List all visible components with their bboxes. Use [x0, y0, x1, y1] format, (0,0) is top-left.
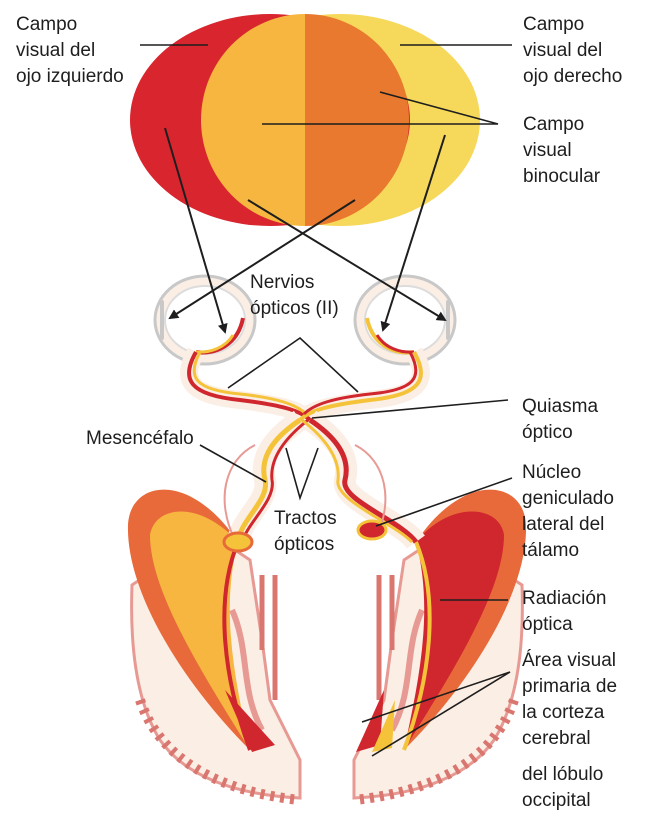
label-left-eye-visual-field: Campo visual del ojo izquierdo: [16, 12, 124, 90]
label-primary-visual-area: Área visual primaria de la corteza cereb…: [522, 648, 617, 752]
label-lateral-geniculate-nucleus: Núcleo geniculado lateral del tálamo: [522, 460, 614, 564]
label-midbrain: Mesencéfalo: [86, 426, 194, 452]
label-binocular-visual-field: Campo visual binocular: [523, 112, 600, 190]
left-eye: [155, 276, 255, 364]
leader-optic-tracts: [286, 448, 318, 498]
label-optic-nerves: Nervios ópticos (II): [250, 270, 339, 322]
leader-optic-nerves: [228, 338, 358, 392]
label-optic-chiasm: Quiasma óptico: [522, 394, 598, 446]
right-eye: [355, 276, 455, 364]
label-optic-radiation: Radiación óptica: [522, 586, 607, 638]
label-occipital-lobe: del lóbulo occipital: [522, 762, 603, 814]
left-lgn: [224, 533, 252, 551]
label-right-eye-visual-field: Campo visual del ojo derecho: [523, 12, 622, 90]
label-optic-tracts: Tractos ópticos: [274, 506, 337, 558]
